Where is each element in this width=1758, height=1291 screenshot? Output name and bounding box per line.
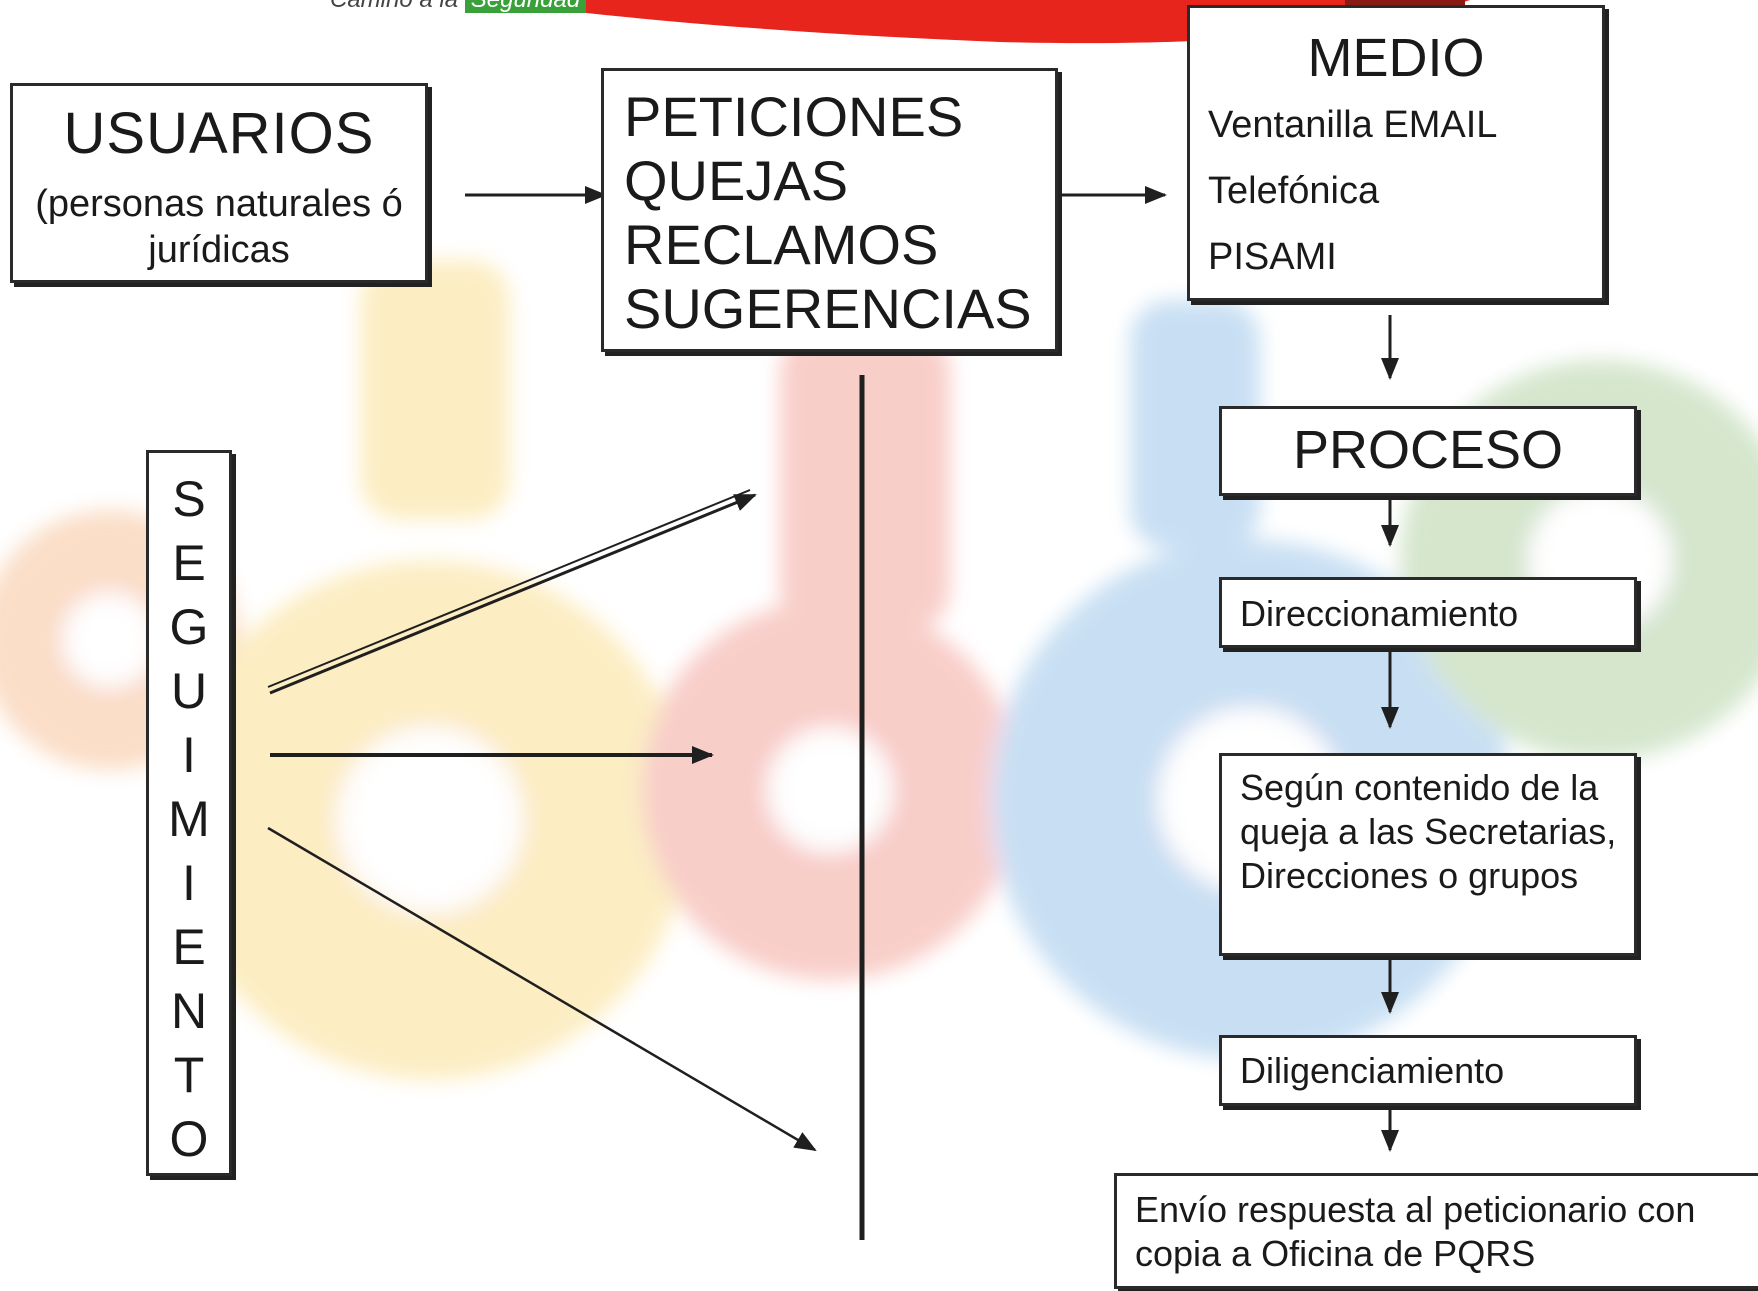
slogan-prefix: Camino a la xyxy=(330,0,458,13)
step-diligenciamiento: Diligenciamiento xyxy=(1219,1035,1637,1106)
medio-item-ventanilla: Ventanilla EMAIL xyxy=(1208,104,1498,146)
seguimiento-letter: S xyxy=(172,471,206,527)
header-slogan: Camino a la Seguridad Humana xyxy=(330,0,688,14)
usuarios-title: USUARIOS xyxy=(63,101,375,166)
seguimiento-letter: I xyxy=(182,727,196,783)
arrow-seguimiento-up xyxy=(269,493,757,695)
usuarios-subtitle: (personas naturales ó jurídicas xyxy=(35,183,403,271)
step-direccionamiento-text: Direccionamiento xyxy=(1240,593,1519,634)
step-envio: Envío respuesta al peticionario con copi… xyxy=(1114,1173,1758,1289)
pqrs-peticiones: PETICIONES xyxy=(624,85,964,148)
step-contenido: Según contenido de la queja a las Secret… xyxy=(1219,753,1637,956)
seguimiento-letter: U xyxy=(170,663,208,719)
step-contenido-text: Según contenido de la queja a las Secret… xyxy=(1240,767,1617,896)
slogan-suffix: Humana xyxy=(593,0,688,13)
proceso-title: PROCESO xyxy=(1292,420,1564,480)
seguimiento-letter: E xyxy=(172,919,206,975)
seguimiento-letter: G xyxy=(169,599,209,655)
seguimiento-letter: N xyxy=(170,983,208,1039)
figure-red-icon xyxy=(780,330,950,630)
step-envio-text: Envío respuesta al peticionario con copi… xyxy=(1135,1189,1696,1274)
arrow-seguimiento-down xyxy=(267,826,817,1152)
seguimiento-letter: M xyxy=(168,791,210,847)
pqrs-box: PETICIONES QUEJAS RECLAMOS SUGERENCIAS xyxy=(601,68,1058,352)
seguimiento-letter: I xyxy=(182,855,196,911)
figure-yellow-icon xyxy=(360,260,510,520)
proceso-box: PROCESO xyxy=(1219,406,1637,496)
pqrs-sugerencias: SUGERENCIAS xyxy=(624,277,1032,340)
step-direccionamiento: Direccionamiento xyxy=(1219,577,1637,648)
seguimiento-letter: T xyxy=(173,1047,205,1103)
step-diligenciamiento-text: Diligenciamiento xyxy=(1240,1050,1505,1091)
slogan-highlight: Seguridad xyxy=(464,0,587,13)
seguimiento-letter: O xyxy=(169,1111,209,1167)
medio-item-pisami: PISAMI xyxy=(1208,236,1337,278)
usuarios-box: USUARIOS (personas naturales ó jurídicas xyxy=(10,83,428,283)
pqrs-quejas: QUEJAS xyxy=(624,149,849,212)
seguimiento-letter: E xyxy=(172,535,206,591)
seguimiento-box: S E G U I M I E N T O xyxy=(146,450,232,1176)
medio-box: MEDIO Ventanilla EMAIL Telefónica PISAMI xyxy=(1187,5,1605,301)
medio-title: MEDIO xyxy=(1307,28,1485,88)
medio-item-telefonica: Telefónica xyxy=(1208,170,1380,212)
pqrs-reclamos: RECLAMOS xyxy=(624,213,939,276)
